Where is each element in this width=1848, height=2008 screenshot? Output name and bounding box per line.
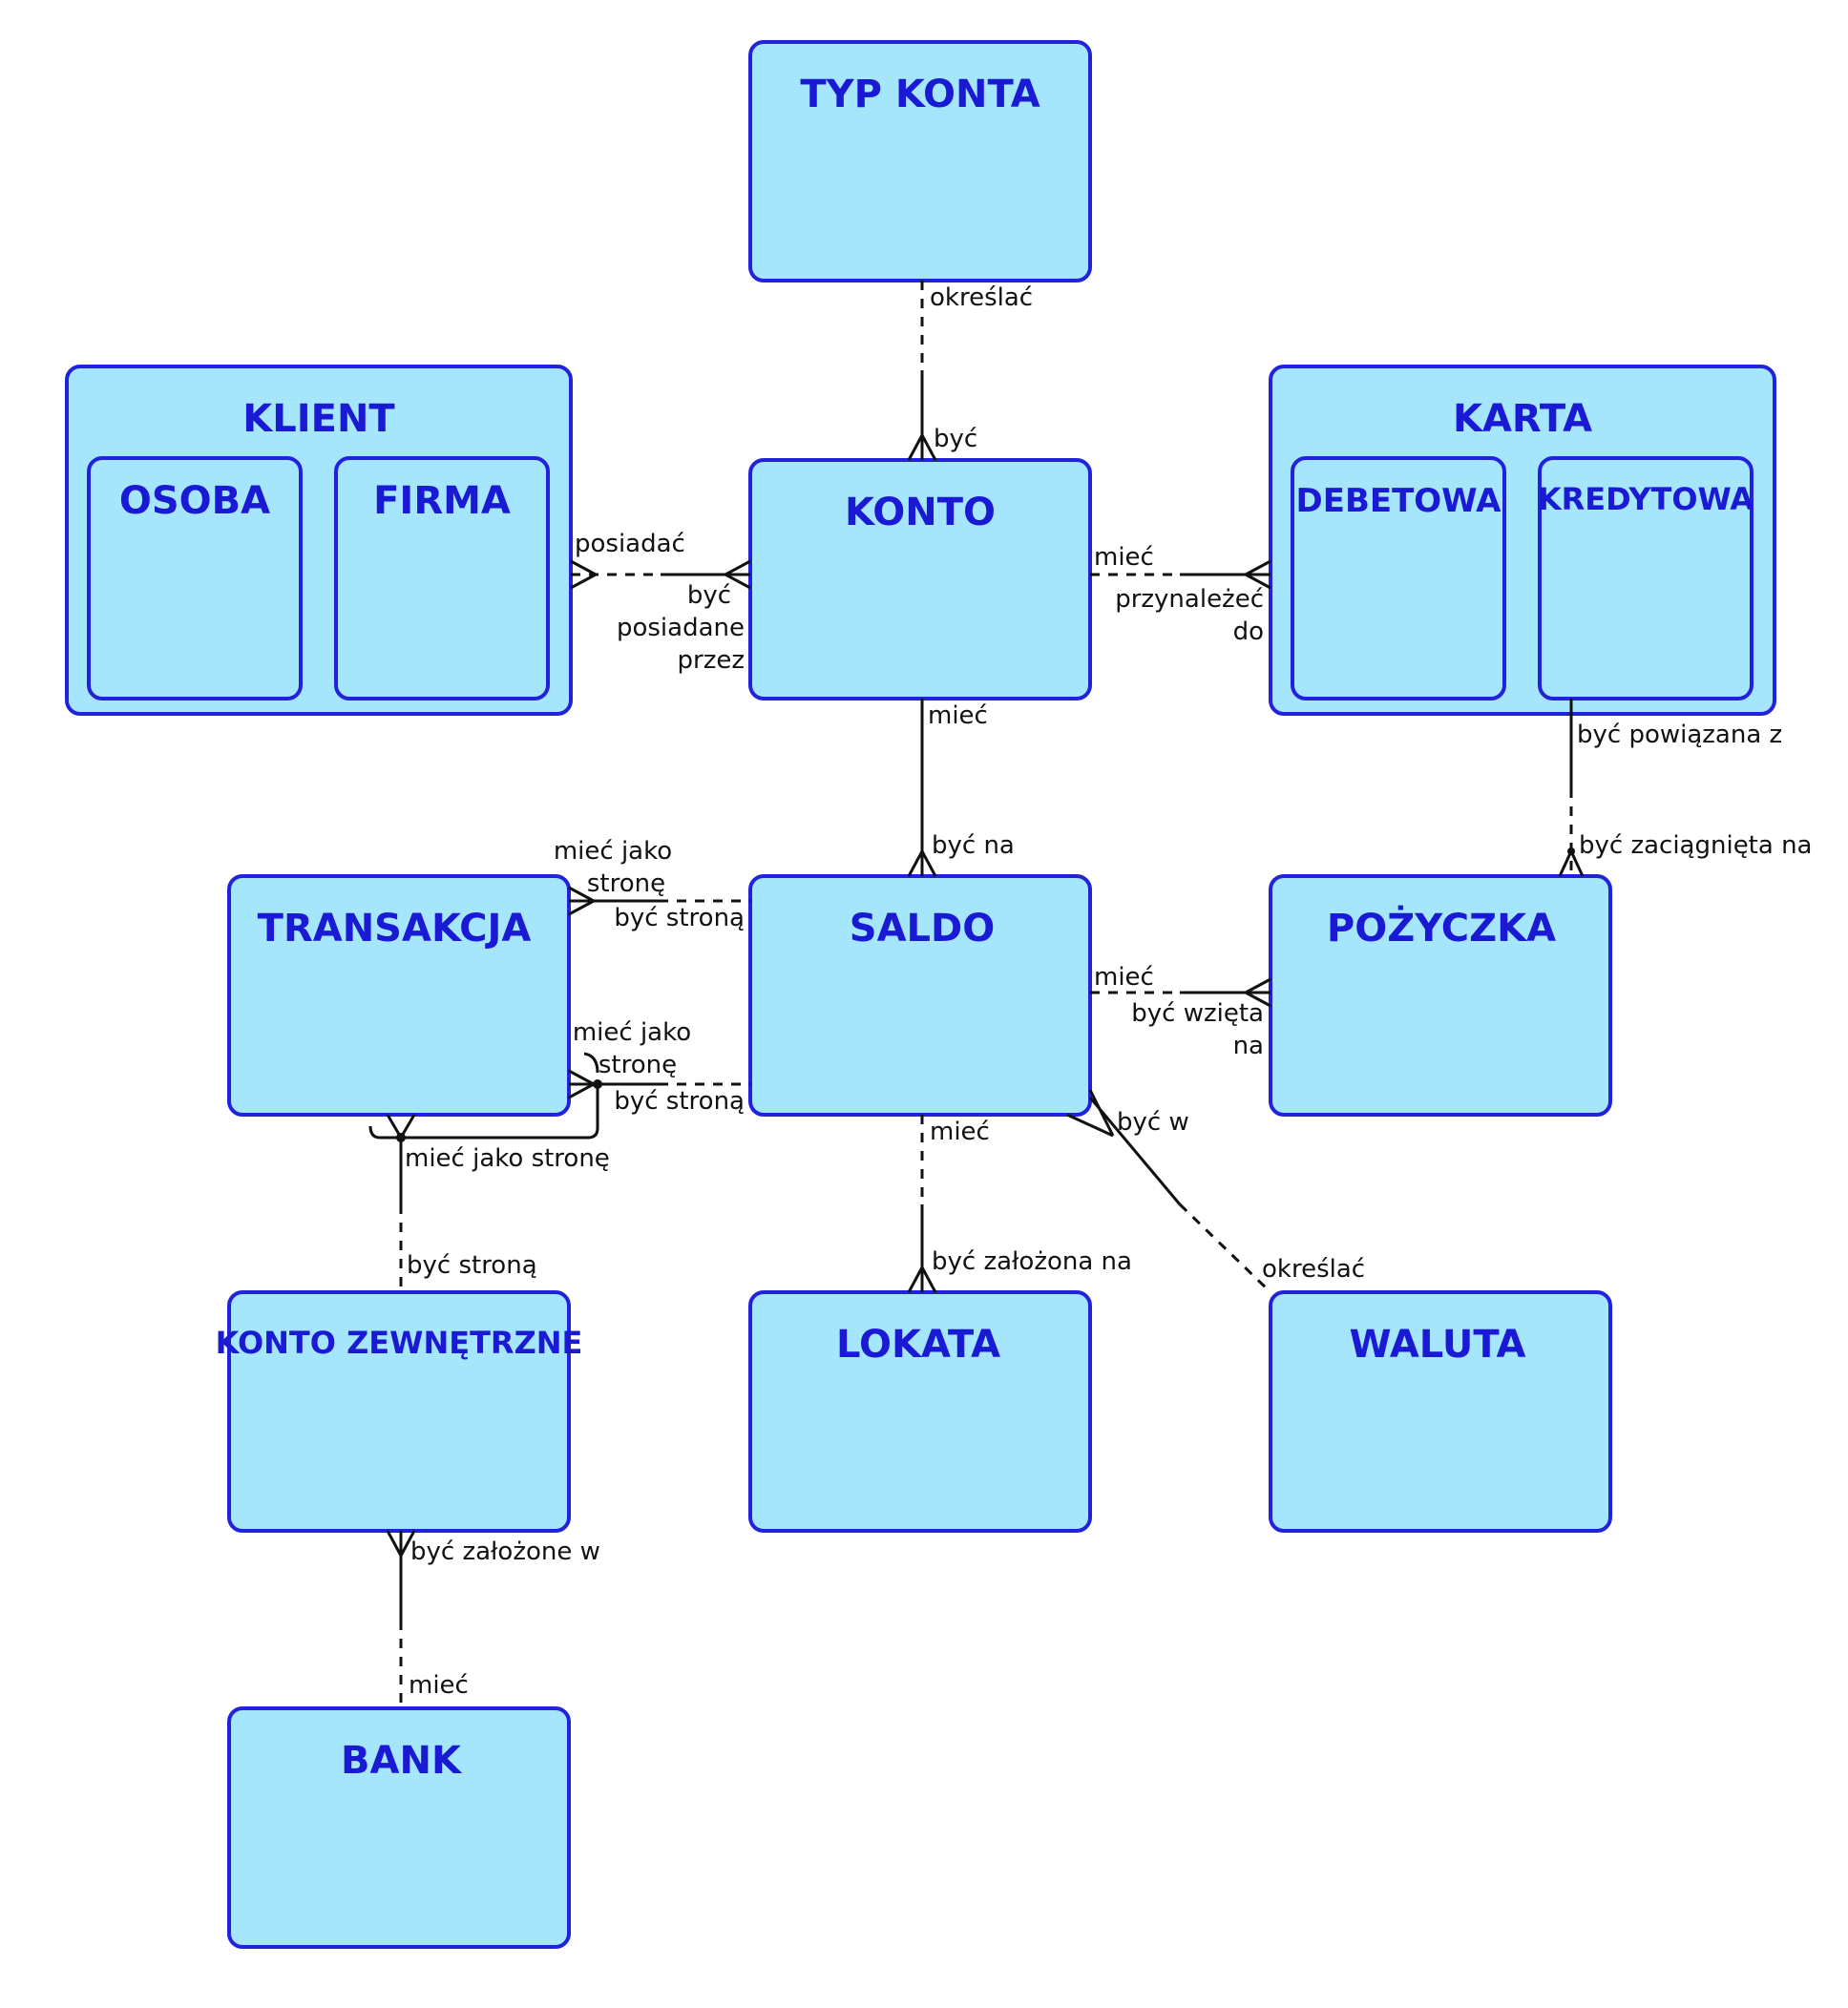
relationship-label: być powiązana z bbox=[1577, 721, 1782, 749]
relationship-label: być zaciągnięta na bbox=[1579, 831, 1813, 860]
relationship-saldo-waluta[interactable]: być w określać bbox=[1066, 1089, 1365, 1294]
relationship-label: określać bbox=[1262, 1255, 1365, 1284]
crows-foot bbox=[570, 559, 597, 590]
entity-osoba[interactable]: OSOBA bbox=[87, 456, 303, 701]
connector-dot bbox=[1567, 847, 1575, 855]
relationship-label: przynależeć bbox=[1115, 585, 1264, 614]
relationship-label: być stroną bbox=[407, 1251, 537, 1280]
entity-title: WALUTA bbox=[1350, 1323, 1526, 1367]
entity-title: OSOBA bbox=[119, 479, 270, 523]
relationship-label: na bbox=[1233, 1032, 1264, 1060]
entity-lokata[interactable]: LOKATA bbox=[748, 1290, 1092, 1533]
crows-foot bbox=[1245, 977, 1271, 1008]
crows-foot bbox=[1066, 1089, 1115, 1138]
relationship-konto-saldo[interactable]: mieć być na bbox=[907, 699, 1015, 877]
relationship-klient-konto[interactable]: posiadać być posiadane przez bbox=[570, 530, 751, 675]
relationship-label: być stroną bbox=[614, 904, 745, 932]
crows-foot bbox=[386, 1114, 416, 1139]
relationship-kredytowa-pozyczka[interactable]: być powiązana z być zaciągnięta na bbox=[1558, 699, 1813, 877]
relationship-saldo-pozyczka[interactable]: mieć być wzięta na bbox=[1090, 963, 1271, 1060]
entity-title: KARTA bbox=[1453, 397, 1592, 441]
relationship-label: mieć bbox=[928, 701, 988, 730]
entity-waluta[interactable]: WALUTA bbox=[1269, 1290, 1612, 1533]
relationship-label: mieć jako bbox=[554, 837, 672, 866]
entity-transakcja[interactable]: TRANSAKCJA bbox=[227, 874, 571, 1117]
relationship-label: mieć bbox=[930, 1118, 990, 1146]
relationship-typkonta-konto[interactable]: określać być bbox=[907, 281, 1033, 461]
entity-typ-konta[interactable]: TYP KONTA bbox=[748, 40, 1092, 282]
relationship-label: mieć bbox=[1094, 543, 1154, 572]
relationship-label: określać bbox=[930, 283, 1033, 312]
relationship-label: mieć jako stronę bbox=[405, 1144, 610, 1173]
entity-pozyczka[interactable]: POŻYCZKA bbox=[1269, 874, 1612, 1117]
relationship-label: być w bbox=[1117, 1108, 1189, 1137]
relationship-label: mieć jako bbox=[573, 1018, 691, 1047]
relationship-label: być założona na bbox=[932, 1247, 1132, 1276]
entity-title: TYP KONTA bbox=[800, 73, 1040, 116]
entity-title: TRANSAKCJA bbox=[258, 907, 532, 951]
relationship-label: posiadane bbox=[617, 614, 745, 642]
relationship-label: być wzięta bbox=[1131, 999, 1264, 1028]
crows-foot bbox=[907, 434, 937, 461]
entity-title: FIRMA bbox=[373, 479, 511, 523]
entity-title: DEBETOWA bbox=[1296, 482, 1502, 520]
entity-konto[interactable]: KONTO bbox=[748, 458, 1092, 701]
relationship-label: mieć bbox=[1094, 963, 1154, 992]
relationship-label: przez bbox=[678, 646, 745, 675]
relationship-transakcja-konto-zewnetrzne[interactable]: mieć jako stronę być stroną bbox=[368, 1052, 610, 1292]
entity-title: BANK bbox=[341, 1739, 463, 1783]
relationship-label: być bbox=[934, 425, 977, 453]
entity-saldo[interactable]: SALDO bbox=[748, 874, 1092, 1117]
relationship-label: posiadać bbox=[575, 530, 685, 558]
crows-foot bbox=[907, 1266, 937, 1293]
relationship-label: być stroną bbox=[614, 1087, 745, 1116]
crows-foot bbox=[568, 886, 595, 916]
entity-title: KONTO ZEWNĘTRZNE bbox=[216, 1325, 583, 1361]
entity-title: POŻYCZKA bbox=[1327, 905, 1556, 951]
relationship-label: być założone w bbox=[410, 1537, 600, 1566]
relationship-transakcja-saldo-1[interactable]: mieć jako stronę być stroną bbox=[554, 837, 750, 932]
relationship-saldo-lokata[interactable]: mieć być założona na bbox=[907, 1115, 1132, 1293]
crows-foot bbox=[1558, 850, 1585, 877]
crows-foot bbox=[568, 1069, 595, 1099]
relationship-label: stronę bbox=[587, 869, 665, 898]
relationship-konto-karta[interactable]: mieć przynależeć do bbox=[1090, 543, 1271, 646]
relationship-label: do bbox=[1233, 617, 1264, 646]
entity-firma[interactable]: FIRMA bbox=[334, 456, 550, 701]
crows-foot bbox=[907, 850, 937, 877]
entity-title: KONTO bbox=[845, 491, 996, 534]
entity-kredytowa[interactable]: KREDYTOWA bbox=[1538, 456, 1754, 701]
entity-bank[interactable]: BANK bbox=[227, 1706, 571, 1949]
relationship-label: być na bbox=[932, 831, 1015, 860]
entity-debetowa[interactable]: DEBETOWA bbox=[1291, 456, 1506, 701]
relationship-label: mieć bbox=[409, 1671, 469, 1700]
entity-title: KLIENT bbox=[242, 397, 395, 441]
relationship-konto-zewnetrzne-bank[interactable]: być założone w mieć bbox=[386, 1530, 600, 1708]
relationship-transakcja-saldo-2[interactable]: mieć jako stronę być stroną bbox=[568, 1018, 750, 1116]
crows-foot bbox=[724, 559, 751, 590]
relationship-label: stronę bbox=[598, 1051, 677, 1079]
entity-title: SALDO bbox=[850, 907, 995, 951]
entity-title: KREDYTOWA bbox=[1538, 481, 1754, 517]
entity-title: LOKATA bbox=[836, 1323, 1000, 1367]
entity-konto-zewnetrzne[interactable]: KONTO ZEWNĘTRZNE bbox=[216, 1290, 583, 1533]
crows-foot bbox=[386, 1530, 416, 1557]
relationship-label: być bbox=[687, 581, 731, 610]
crows-foot bbox=[1245, 559, 1271, 590]
